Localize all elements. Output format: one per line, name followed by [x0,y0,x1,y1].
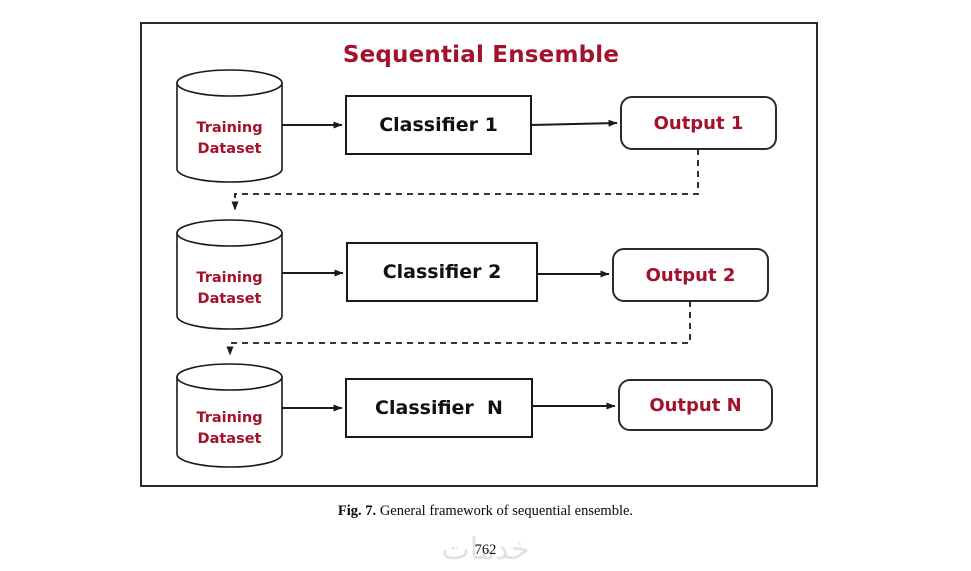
page-footer: خدمات 762 [0,533,971,567]
classifier-2-box [346,242,538,302]
dataset-cylinder-3 [176,363,283,468]
output-1-box [620,96,777,150]
feedback-arrow-2 [226,301,691,356]
figure-caption-prefix: Fig. 7. [337,503,377,519]
diagram-title: Sequential Ensemble [342,42,620,68]
dataset-cylinder-2 [176,219,283,330]
classifier-1-box [345,95,532,155]
dataset-cylinder-1 [176,69,283,183]
output-3-box [618,379,773,431]
figure-frame: Sequential Ensemble [140,22,818,487]
feedback-arrow-1 [231,149,699,211]
diagram-canvas [176,69,777,468]
figure-caption: Fig. 7. General framework of sequential … [0,503,971,520]
output-2-box [612,248,769,302]
page-number: 762 [474,542,497,558]
figure-caption-text: General framework of sequential ensemble… [379,503,634,519]
arrow-classifier1-output1 [530,119,618,127]
page-watermark: خدمات [441,532,530,567]
classifier-3-box [345,378,533,438]
